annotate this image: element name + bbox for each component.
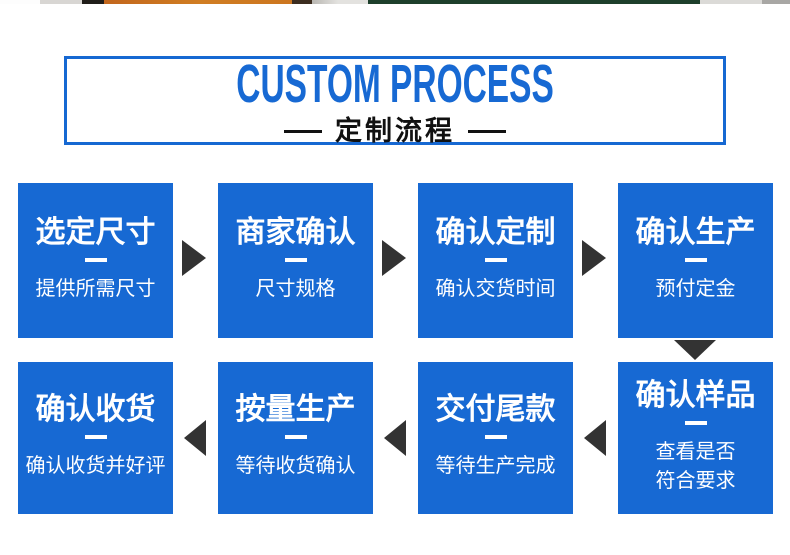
- page-title-zh-row: 定制流程: [284, 115, 506, 146]
- step-underline: [684, 420, 707, 425]
- step-subtitle: 确认交货时间: [435, 277, 556, 300]
- step-underline: [684, 257, 707, 262]
- step-box-confirm-receipt: 确认收货 确认收货并好评: [18, 362, 173, 514]
- step-underline: [284, 435, 307, 439]
- arrow-right-icon: [182, 240, 206, 276]
- step-box-seller-confirm: 商家确认 尺寸规格: [218, 183, 373, 338]
- header-banner: CUSTOM PROCESS 定制流程: [64, 56, 726, 145]
- arrow-left-icon: [384, 420, 406, 456]
- step-box-confirm-production: 确认生产 预付定金: [618, 183, 773, 338]
- arrow-down-icon: [674, 340, 716, 360]
- page-title-en: CUSTOM PROCESS: [236, 53, 554, 114]
- step-title: 交付尾款: [435, 393, 556, 426]
- step-title: 选定尺寸: [35, 215, 156, 249]
- step-subtitle: 等待生产完成: [435, 455, 556, 477]
- step-subtitle: 提供所需尺寸: [35, 277, 156, 300]
- step-box-confirm-sample: 确认样品 查看是否 符合要求: [618, 362, 773, 514]
- step-subtitle: 尺寸规格: [255, 277, 336, 300]
- page-title-zh: 定制流程: [335, 115, 455, 146]
- step-underline: [284, 257, 307, 262]
- step-subtitle: 确认收货并好评: [25, 455, 166, 477]
- step-title: 商家确认: [235, 215, 356, 249]
- step-title: 确认样品: [635, 378, 756, 412]
- arrow-right-icon: [382, 240, 406, 276]
- step-subtitle: 等待收货确认: [235, 455, 356, 477]
- step-underline: [484, 435, 507, 439]
- step-box-confirm-custom: 确认定制 确认交货时间: [418, 183, 573, 338]
- top-photo-edge-strip: [0, 0, 790, 4]
- title-dash-right-icon: [468, 129, 506, 133]
- step-box-pay-balance: 交付尾款 等待生产完成: [418, 362, 573, 514]
- step-subtitle: 查看是否 符合要求: [655, 440, 736, 492]
- arrow-left-icon: [184, 420, 206, 456]
- step-underline: [84, 257, 107, 262]
- step-title: 确认生产: [635, 215, 756, 249]
- step-title: 确认收货: [35, 393, 156, 426]
- step-underline: [84, 435, 107, 439]
- step-underline: [484, 257, 507, 262]
- arrow-right-icon: [582, 240, 606, 276]
- step-box-batch-production: 按量生产 等待收货确认: [218, 362, 373, 514]
- arrow-left-icon: [584, 420, 606, 456]
- step-subtitle: 预付定金: [655, 277, 736, 300]
- step-title: 确认定制: [435, 215, 556, 249]
- title-dash-left-icon: [284, 129, 322, 133]
- step-box-select-size: 选定尺寸 提供所需尺寸: [18, 183, 173, 338]
- step-title: 按量生产: [235, 393, 356, 426]
